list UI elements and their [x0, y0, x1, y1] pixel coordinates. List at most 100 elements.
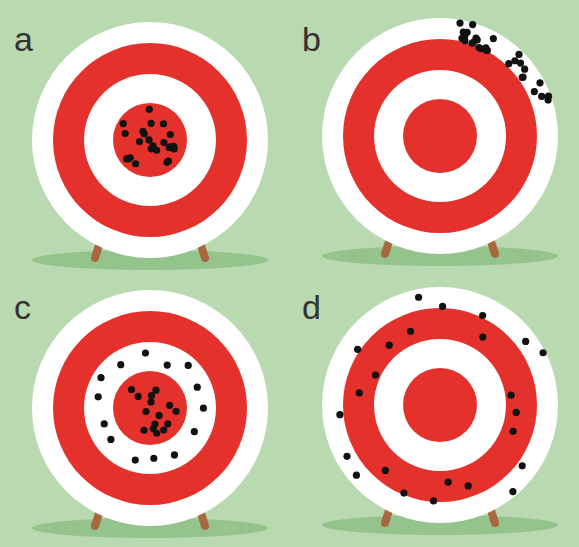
arrow-hit: [117, 361, 124, 368]
arrow-hit: [166, 143, 173, 150]
arrow-hit: [343, 453, 350, 460]
arrow-hit: [97, 374, 104, 381]
arrow-hit: [513, 409, 520, 416]
panel-letter: a: [14, 22, 33, 56]
arrow-hit: [139, 128, 146, 135]
target-ring: [403, 368, 477, 442]
arrow-hit: [479, 312, 486, 319]
arrow-hit: [521, 66, 528, 73]
arrow-hit: [538, 93, 545, 100]
arrow-hit: [147, 398, 154, 405]
target-ring: [53, 43, 247, 237]
arrow-hit: [146, 106, 153, 113]
arrow-hit: [156, 412, 163, 419]
arrow-hit: [353, 472, 360, 479]
panel-letter: d: [302, 290, 321, 324]
target: [322, 287, 558, 535]
arrow-hit: [151, 420, 158, 427]
arrow-hit: [536, 79, 543, 86]
panel-letter: b: [302, 22, 321, 56]
panel-letter: c: [14, 290, 31, 324]
target-ring: [343, 308, 537, 502]
arrow-hit: [469, 40, 476, 47]
arrow-hit: [122, 130, 129, 137]
target: [322, 18, 558, 266]
target-ring: [374, 339, 506, 471]
arrow-hit: [517, 60, 524, 67]
arrow-hit: [356, 389, 363, 396]
arrow-hit: [132, 160, 139, 167]
arrow-hit: [479, 333, 486, 340]
arrow-hit: [166, 402, 173, 409]
arrow-hit: [194, 384, 201, 391]
target-ring: [343, 39, 537, 233]
arrow-hit: [160, 120, 167, 127]
arrow-hit: [107, 436, 114, 443]
arrow-hit: [407, 328, 414, 335]
arrow-hit: [167, 131, 174, 138]
arrow-hit: [505, 60, 512, 67]
arrow-hit: [445, 479, 452, 486]
arrow-hit: [456, 19, 463, 26]
arrow-hit: [148, 120, 155, 127]
arrow-hit: [142, 349, 149, 356]
arrow-hit: [439, 303, 446, 310]
arrow-hit: [382, 467, 389, 474]
arrow-hit: [507, 392, 514, 399]
arrow-hit: [142, 408, 149, 415]
arrow-hit: [163, 159, 170, 166]
arrow-hit: [386, 342, 393, 349]
target-ring: [374, 70, 506, 202]
arrow-hit: [101, 420, 108, 427]
arrow-hit: [132, 456, 139, 463]
arrow-hit: [465, 482, 472, 489]
arrow-hit: [172, 408, 179, 415]
arrow-hit: [519, 462, 526, 469]
arrow-hit: [164, 361, 171, 368]
arrow-hit: [136, 138, 143, 145]
arrow-hit: [354, 346, 361, 353]
arrow-hit: [519, 74, 526, 81]
target-ring: [322, 287, 558, 523]
arrow-hit: [140, 427, 147, 434]
target-ring: [403, 99, 477, 173]
arrow-hit: [145, 136, 152, 143]
arrow-hit: [160, 139, 167, 146]
target-ring: [113, 103, 187, 177]
arrow-hit: [509, 488, 516, 495]
arrow-hit: [185, 362, 192, 369]
arrow-hit: [522, 338, 529, 345]
arrow-hit: [191, 428, 198, 435]
arrow-hit: [336, 411, 343, 418]
arrow-hit: [475, 44, 482, 51]
arrow-hit: [200, 405, 207, 412]
arrow-hit: [509, 428, 516, 435]
target: [32, 22, 268, 270]
arrow-hit: [160, 426, 167, 433]
target-ring: [113, 371, 187, 445]
target: [32, 290, 268, 538]
target-ring: [322, 18, 558, 254]
arrow-hit: [415, 294, 422, 301]
arrow-hit: [430, 497, 437, 504]
arrow-hit: [539, 349, 546, 356]
target-ring: [32, 290, 268, 526]
arrow-hit: [519, 74, 526, 81]
arrow-hit: [464, 29, 471, 36]
arrow-hit: [469, 21, 476, 28]
arrow-hit: [135, 393, 142, 400]
arrow-hit: [149, 142, 156, 149]
arrow-hit: [123, 155, 130, 162]
target-ring: [32, 22, 268, 258]
arrow-hit: [120, 120, 127, 127]
arrow-hit: [400, 489, 407, 496]
arrow-hit: [153, 430, 160, 437]
arrow-hit: [95, 393, 102, 400]
arrow-hit: [128, 386, 135, 393]
target-ring: [84, 342, 216, 474]
arrow-hit: [150, 455, 157, 462]
arrow-hit: [372, 371, 379, 378]
arrow-hit: [531, 88, 538, 95]
arrow-hit: [482, 44, 489, 51]
